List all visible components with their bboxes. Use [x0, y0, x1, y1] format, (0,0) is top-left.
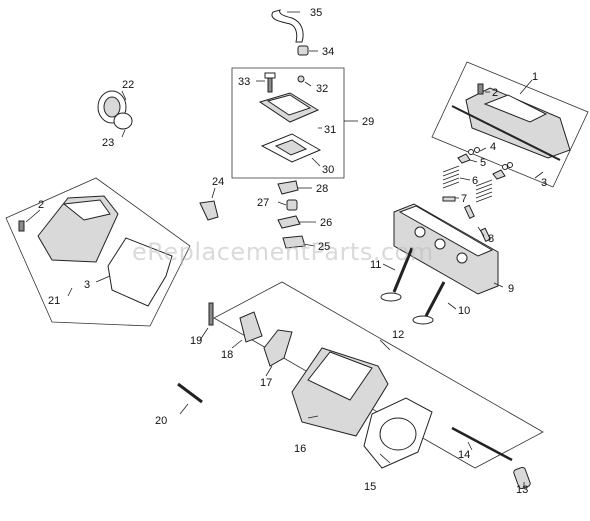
plug-32	[297, 75, 305, 83]
o-ring-23	[113, 112, 133, 130]
callout-8: 8	[488, 233, 494, 245]
valve-keepers-4	[468, 147, 513, 170]
head-gasket-15-bore	[379, 417, 417, 451]
spacer-18	[239, 311, 263, 343]
valve-guide-8b	[479, 227, 491, 242]
callout-30: 30	[322, 164, 334, 176]
callout-3-left: 3	[84, 279, 90, 291]
cylinder-head-9-ports	[414, 226, 468, 264]
callout-7: 7	[461, 193, 467, 205]
callout-23: 23	[102, 137, 114, 149]
callout-2-right: 2	[492, 87, 498, 99]
spring-retainer-5a	[457, 153, 471, 164]
spring-seat-7	[442, 196, 456, 202]
cap-34	[297, 45, 309, 56]
fitting-26	[277, 215, 301, 229]
callout-22: 22	[122, 79, 134, 91]
rocker-17	[263, 329, 293, 367]
callout-32: 32	[316, 83, 328, 95]
callout-18: 18	[221, 349, 233, 361]
leader-lines	[25, 11, 544, 489]
callout-27: 27	[257, 197, 269, 209]
callout-14: 14	[458, 449, 470, 461]
callout-10: 10	[458, 305, 470, 317]
callout-2-left: 2	[38, 199, 44, 211]
callout-6: 6	[472, 175, 478, 187]
callout-4: 4	[490, 141, 496, 153]
valve-10-head	[412, 315, 434, 325]
callout-12: 12	[392, 329, 404, 341]
stud-19	[208, 302, 214, 326]
spring-retainer-5b	[492, 169, 506, 180]
bolt-2-left	[18, 220, 25, 232]
callout-21: 21	[48, 295, 60, 307]
callout-11: 11	[370, 259, 381, 271]
lifter-13	[513, 466, 531, 490]
callout-1: 1	[532, 71, 538, 83]
valve-cover-1-ridge	[483, 94, 548, 123]
valve-11-stem	[392, 247, 414, 293]
push-rod-14	[451, 426, 513, 462]
callout-17: 17	[260, 377, 272, 389]
callout-34: 34	[322, 46, 334, 58]
fitting-25	[282, 235, 306, 249]
screw-33-head	[264, 72, 276, 79]
breather-cover-31-top	[266, 94, 312, 116]
callout-labels: 35 34 22 23 33 32 31 29 30 1 2 3 4 5 6 7…	[38, 7, 547, 496]
valve-cover-21-top	[62, 199, 111, 221]
cylinder-head-16-face	[307, 351, 373, 401]
fitting-27	[286, 199, 298, 211]
bracket-24	[199, 200, 219, 221]
callout-28: 28	[316, 183, 328, 195]
callout-15: 15	[364, 481, 376, 493]
breather-plate-30-reed	[274, 139, 308, 156]
callout-20: 20	[155, 415, 167, 427]
callout-25: 25	[318, 241, 330, 253]
valve-cover-group-box	[431, 61, 589, 188]
callout-5: 5	[480, 157, 486, 169]
valve-spring-6a	[442, 165, 460, 189]
callout-13: 13	[516, 484, 528, 496]
watermark: eReplacementParts.com	[132, 238, 434, 266]
callout-24: 24	[212, 176, 224, 188]
valve-guide-8a	[463, 204, 475, 219]
valve-10-stem	[424, 281, 446, 317]
callout-33: 33	[238, 76, 250, 88]
callout-19: 19	[190, 335, 202, 347]
breather-group-box	[231, 67, 345, 179]
gasket-3-left	[107, 237, 173, 307]
callout-29: 29	[362, 116, 374, 128]
callout-16: 16	[294, 443, 306, 455]
left-cover-group-box	[5, 177, 191, 327]
valve-11-head	[380, 292, 402, 302]
bolt-20	[177, 382, 203, 404]
callout-35: 35	[310, 7, 322, 19]
fitting-28	[277, 180, 299, 195]
cylinder-head-9-top	[398, 205, 494, 257]
callout-3-right: 3	[541, 177, 547, 189]
callout-26: 26	[320, 217, 332, 229]
callout-31: 31	[324, 124, 336, 136]
valve-cover-gasket-3	[451, 105, 561, 161]
callout-9: 9	[508, 283, 514, 295]
bolt-2-right	[477, 83, 484, 95]
tube-35	[271, 9, 304, 43]
valve-spring-6b	[475, 179, 493, 203]
oil-cap-22-inner	[103, 96, 121, 118]
